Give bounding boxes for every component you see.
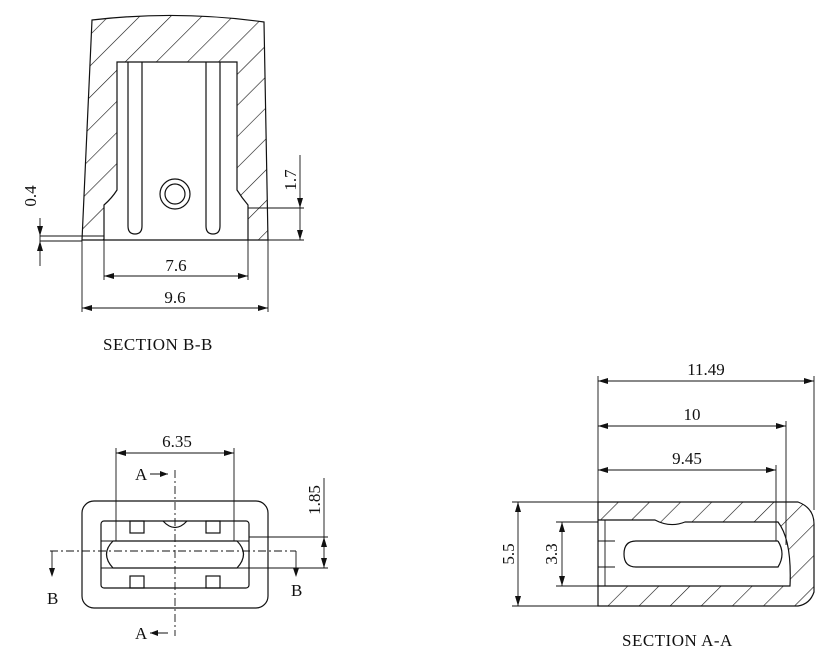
label-b-right: B (291, 581, 302, 600)
dim-7-6: 7.6 (165, 256, 186, 275)
dim-11-49: 11.49 (687, 360, 725, 379)
dim-5-5: 5.5 (499, 543, 518, 564)
dim-1-7: 1.7 (281, 169, 300, 191)
section-bb-hole-inner (164, 183, 186, 205)
section-aa-view: 11.49 10 9.45 5.5 3.3 SECTION A-A (499, 360, 815, 650)
section-aa-title: SECTION A-A (622, 631, 733, 650)
dim-9-45: 9.45 (672, 449, 702, 468)
label-a-bottom: A (135, 624, 148, 643)
front-view: A A B B 6.35 1.85 (47, 432, 328, 643)
section-bb-title: SECTION B-B (103, 335, 213, 354)
dim-1-85: 1.85 (305, 485, 324, 515)
section-bb-right-slot (205, 62, 221, 235)
section-aa-slot (623, 540, 783, 568)
section-bb-body (81, 14, 269, 241)
front-outer-frame (81, 500, 269, 609)
section-bb-left-slot (127, 62, 143, 235)
dim-3-3: 3.3 (542, 543, 561, 564)
dim-6-35: 6.35 (162, 432, 192, 451)
section-bb-view: 0.4 1.7 7.6 9.6 SECTION B-B (21, 14, 304, 354)
label-a-top: A (135, 465, 148, 484)
section-aa-body (597, 501, 815, 607)
label-b-left: B (47, 589, 58, 608)
dim-9-6: 9.6 (164, 288, 185, 307)
section-bb-hole-outer (159, 178, 191, 210)
dim-0-4: 0.4 (21, 185, 40, 207)
dim-10: 10 (684, 405, 701, 424)
